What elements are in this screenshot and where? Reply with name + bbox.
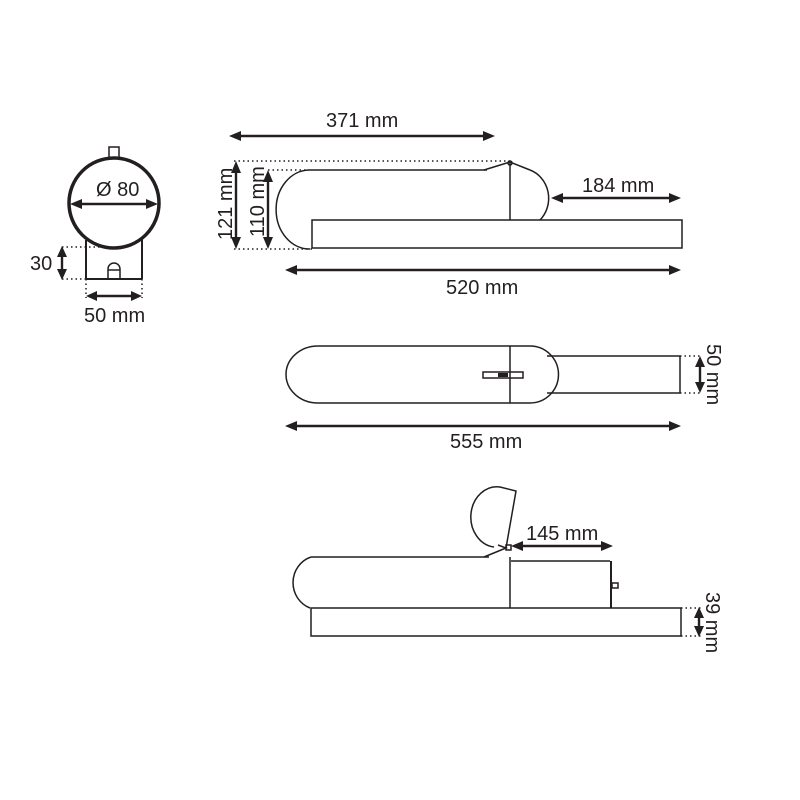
height-39-label: 39 mm	[701, 592, 723, 653]
height-110-label: 110 mm	[247, 166, 269, 237]
diameter-label: Ø 80	[96, 179, 139, 201]
overhang-184-label: 184 mm	[582, 175, 654, 197]
top-view: 50 mm 555 mm	[285, 344, 724, 453]
open-view: 145 mm 39 mm	[292, 486, 723, 653]
length-555-label: 555 mm	[450, 431, 522, 453]
width-50-label: 50 mm	[84, 305, 145, 327]
housing-circle	[67, 156, 161, 250]
length-371-label: 371 mm	[326, 110, 398, 132]
side-view: 371 mm 121 mm 110 mm 184 mm	[215, 110, 683, 299]
compartment-145-label: 145 mm	[526, 523, 598, 545]
height-30-label: 30	[30, 253, 52, 275]
end-view: Ø 80 30 50 mm	[30, 146, 161, 327]
width-50mm-label: 50 mm	[702, 344, 724, 405]
length-520-label: 520 mm	[446, 277, 518, 299]
height-121-label: 121 mm	[215, 168, 237, 240]
